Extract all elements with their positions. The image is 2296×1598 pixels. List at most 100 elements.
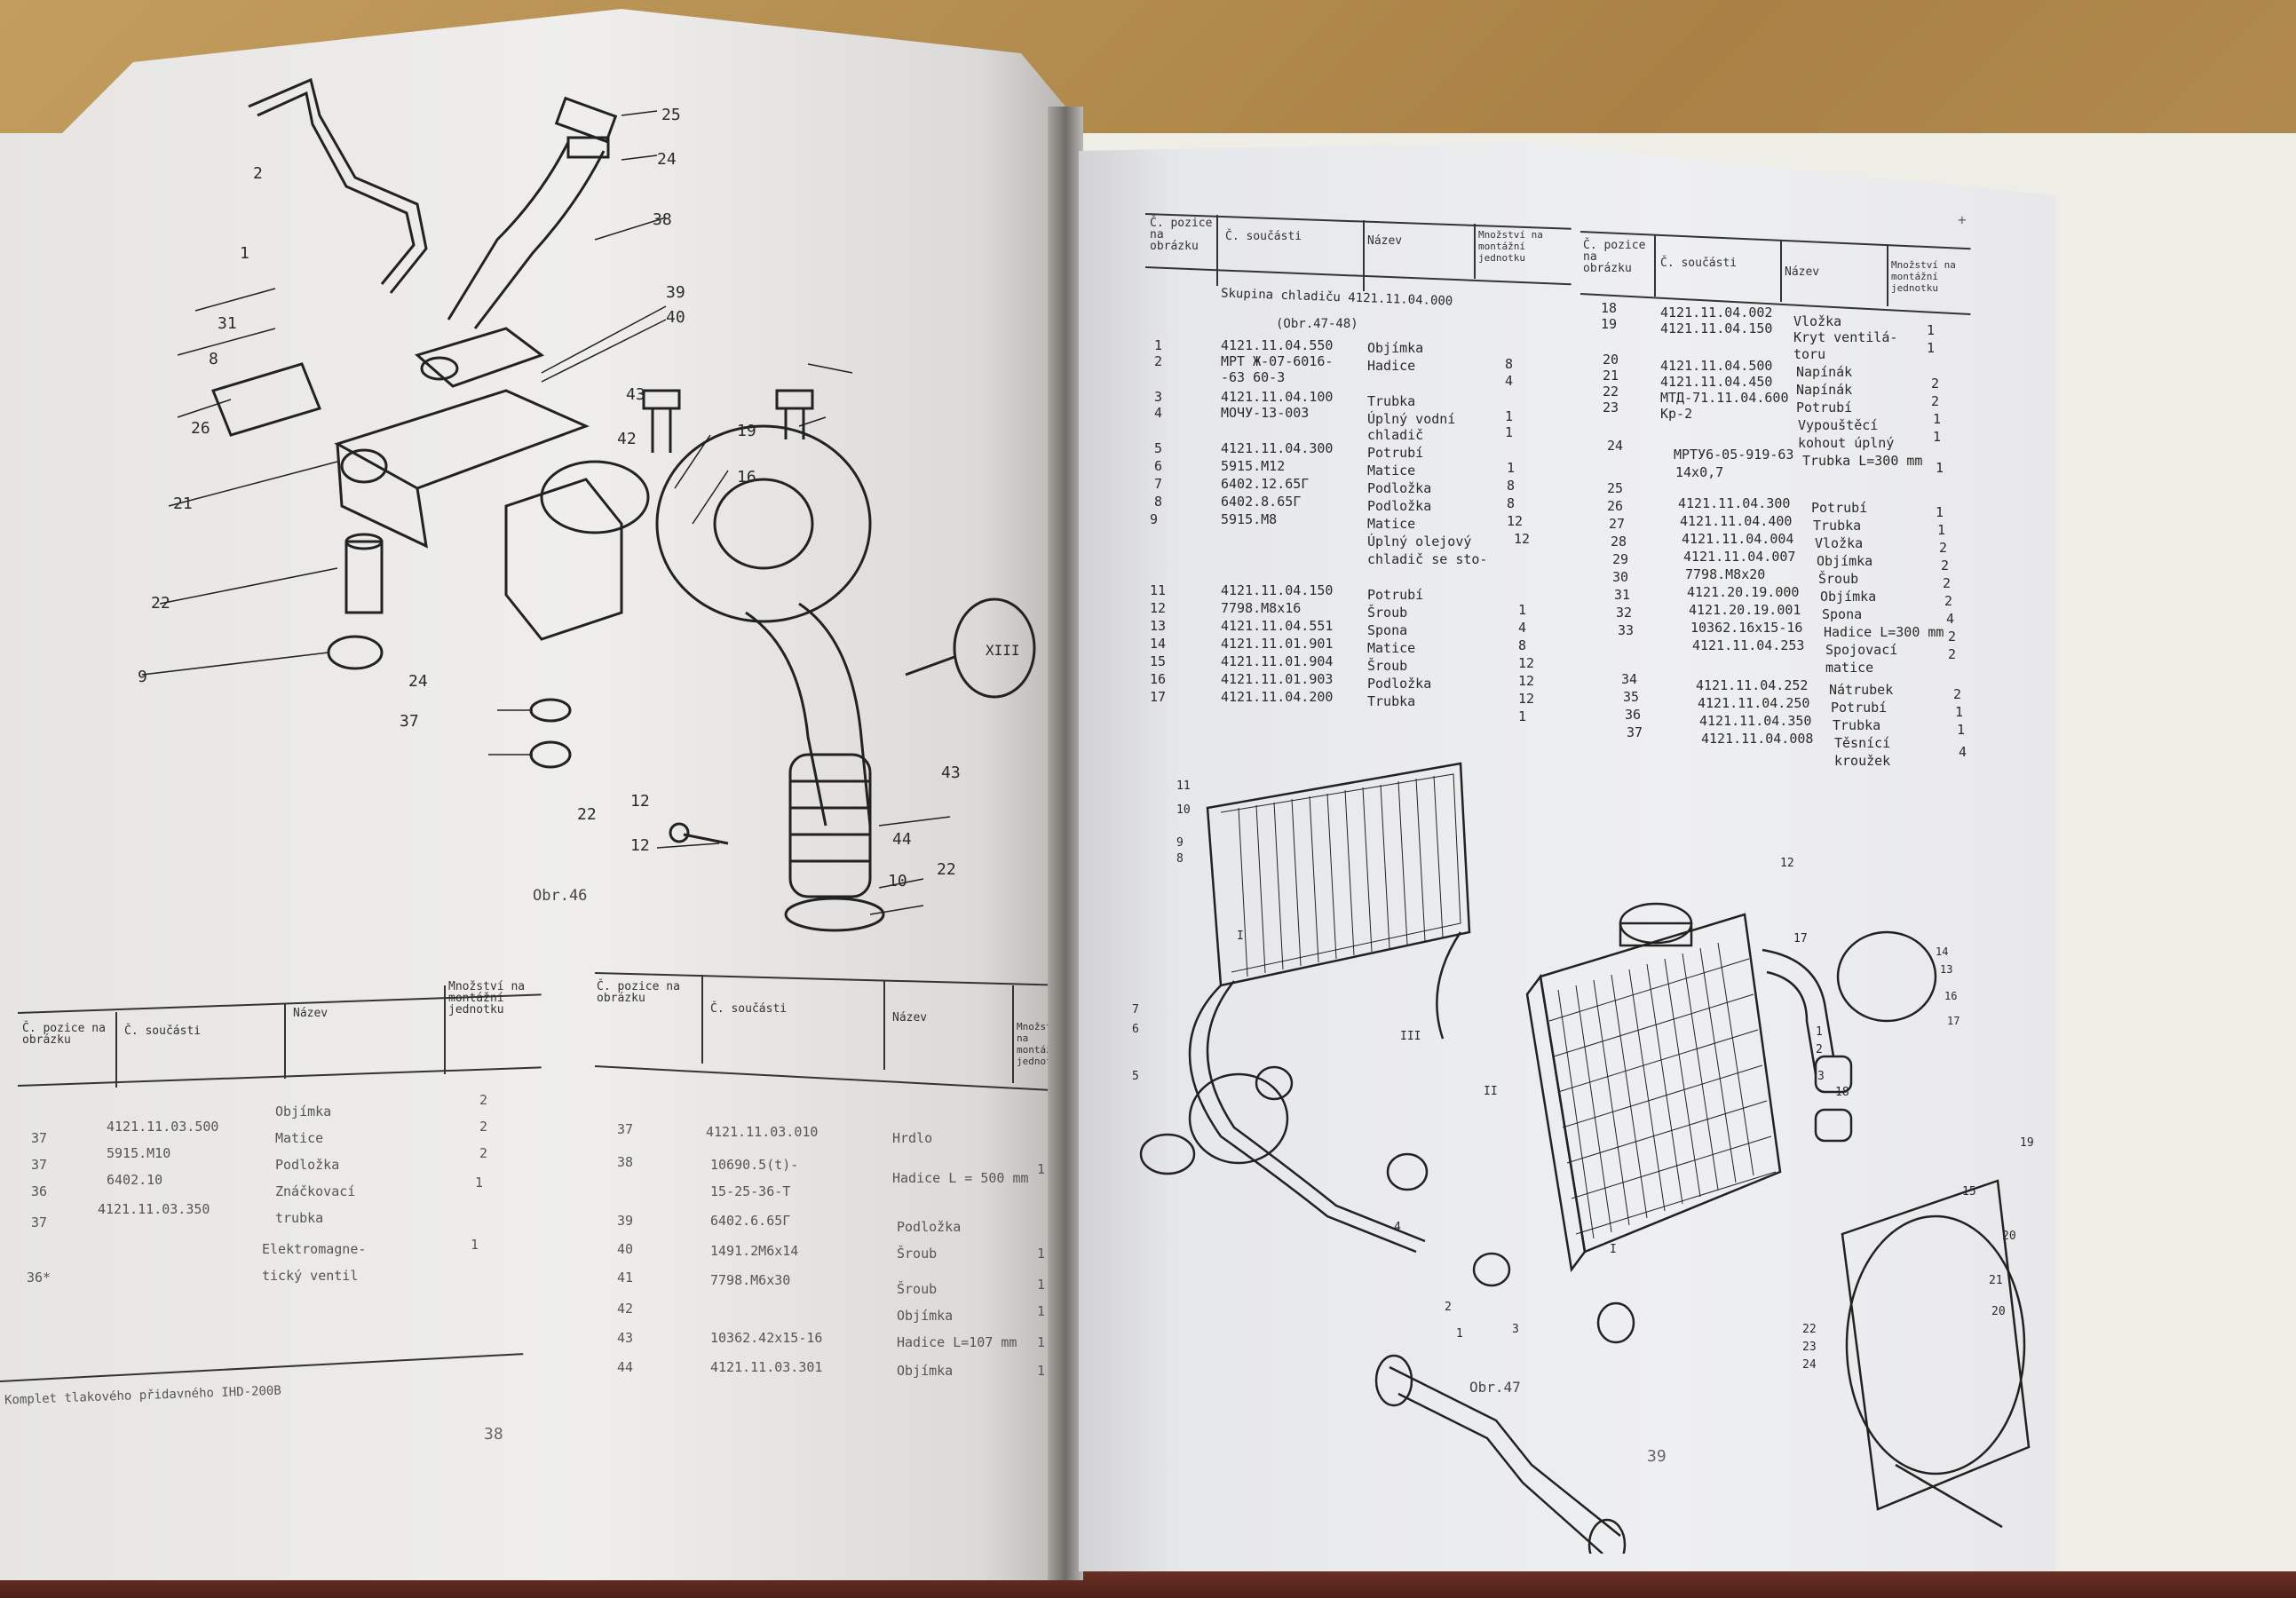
table-cell: Šroub [897,1246,938,1262]
table-cell: 8 [1507,495,1516,511]
table-cell: 29 [1612,551,1629,567]
table-cell: 2 [1948,629,1957,645]
table-cell: 1 [1505,408,1514,424]
table-cell: Trubka L=300 mm [1802,453,1923,469]
callout-label: 13 [1940,963,1953,976]
table-cell: 6402.12.65Г [1221,476,1310,492]
table-cell: 9 [1150,511,1159,527]
callout-label: 26 [191,419,210,438]
table-cell: 12 [1518,691,1535,707]
table-cell: 1 [1507,460,1516,476]
callout-label: III [1400,1030,1421,1043]
group-subtitle: (Obr.47-48) [1276,317,1358,331]
table-cell: 11 [1150,582,1167,598]
column-header: Č. součásti [710,1002,788,1016]
table-cell: 40 [617,1241,634,1257]
table-cell: 1 [1927,340,1936,356]
callout-label: 18 [1835,1086,1849,1099]
table-cell: matice [1825,660,1874,676]
table-cell: 25 [1607,480,1624,496]
table-cell: Matice [1367,640,1416,656]
table-cell: Šroub [897,1281,938,1297]
table-cell: 1 [1955,704,1964,720]
table-cell: 2 [1953,686,1962,702]
callout-label: I [1237,930,1244,943]
table-cell: Hrdlo [892,1130,933,1146]
callout-label: 22 [1802,1323,1817,1336]
table-cell: 14x0,7 [1675,464,1724,480]
table-cell: 2 [1941,558,1950,574]
column-header: Č. pozice na obrázku [1583,239,1646,275]
table-cell: 4121.11.04.300 [1221,440,1334,456]
callout-label: 20 [2002,1230,2016,1243]
table-cell: 12 [1518,655,1535,671]
table-cell: 23 [1603,400,1619,415]
column-header: Č. pozice na obrázku [22,1022,106,1047]
table-cell: 2 [479,1092,488,1108]
exploded-parts-drawing-obr47 [1139,762,2031,1554]
table-cell: 7798.M8x20 [1685,566,1766,582]
table-cell: 4121.11.03.301 [710,1359,823,1375]
table-cell: Úplný vodní [1367,411,1456,427]
callout-label: 2 [253,164,263,183]
callout-label: 15 [1962,1185,1976,1198]
column-header: Množství na montážní jednotku [1891,259,1956,294]
callout-label: 38 [653,210,672,229]
callout-label: 5 [1132,1070,1139,1083]
table-cell: 37 [617,1121,634,1137]
table-cell: 4 [1505,373,1514,389]
right-page: + Č. pozice na obrázku Č. součásti Název… [1079,142,2055,1571]
table-cell: 1 [1957,722,1966,738]
table-cell: 1 [1518,602,1527,618]
table-cell: Vložka [1793,313,1842,329]
figure-caption: Obr.47 [1469,1379,1521,1396]
table-cell: Spojovací [1825,642,1898,658]
table-cell: chladič se sto- [1367,551,1488,567]
group-title: Skupina chladiču 4121.11.04.000 [1220,286,1453,309]
table-cell: 1 [1936,460,1944,476]
table-cell: Hadice L=107 mm [897,1334,1017,1350]
table-cell: Trubka [1367,393,1416,409]
table-cell: 20 [1603,352,1619,368]
corner-mark: + [1958,211,1967,228]
table-cell: 5915.M8 [1221,511,1278,527]
table-cell: 3 [1154,389,1163,405]
callout-label: 11 [1176,779,1191,793]
table-cell: 2 [1944,593,1953,609]
callout-label: 12 [630,792,650,811]
callout-label: 44 [892,830,912,849]
callout-label: 9 [1176,836,1184,850]
callout-label: 2 [1445,1301,1452,1314]
table-cell: 35 [1623,689,1640,705]
table-cell: Podložka [1367,676,1432,692]
table-cell: 4121.11.04.100 [1221,389,1334,405]
table-cell: Kp-2 [1660,406,1693,422]
table-cell: 4121.11.04.350 [1699,713,1812,729]
table-cell: toru [1793,346,1826,362]
table-cell: kohout úplný [1798,435,1895,451]
table-cell: 10362.16x15-16 [1690,620,1803,636]
table-cell: Elektromagne- [262,1241,367,1257]
table-cell: 4 [1518,620,1527,636]
table-cell: 4121.11.04.253 [1692,637,1805,653]
table-cell: 4121.11.01.904 [1221,653,1334,669]
callout-label: 3 [1512,1323,1519,1336]
table-cell: 5 [1154,440,1163,456]
table-cell: 14 [1150,636,1167,652]
callout-label: 1 [1456,1327,1463,1341]
table-cell: Napínák [1796,364,1853,380]
table-cell: 4121.11.04.250 [1698,695,1810,711]
table-cell: 4 [1946,611,1955,627]
table-cell: Podložka [897,1219,962,1235]
callout-label: 3 [1817,1070,1825,1083]
callout-label: 23 [1802,1341,1817,1354]
callout-label: 21 [173,494,193,513]
table-cell: 1 [471,1237,479,1253]
callout-label: 37 [400,712,419,731]
table-cell: Objímka [1817,553,1873,569]
table-cell: Hadice [1367,358,1416,374]
table-cell: 1 [1037,1246,1046,1262]
callout-label: 10 [888,872,907,890]
table-cell: 36* [27,1270,51,1286]
callout-label: 8 [209,350,218,368]
